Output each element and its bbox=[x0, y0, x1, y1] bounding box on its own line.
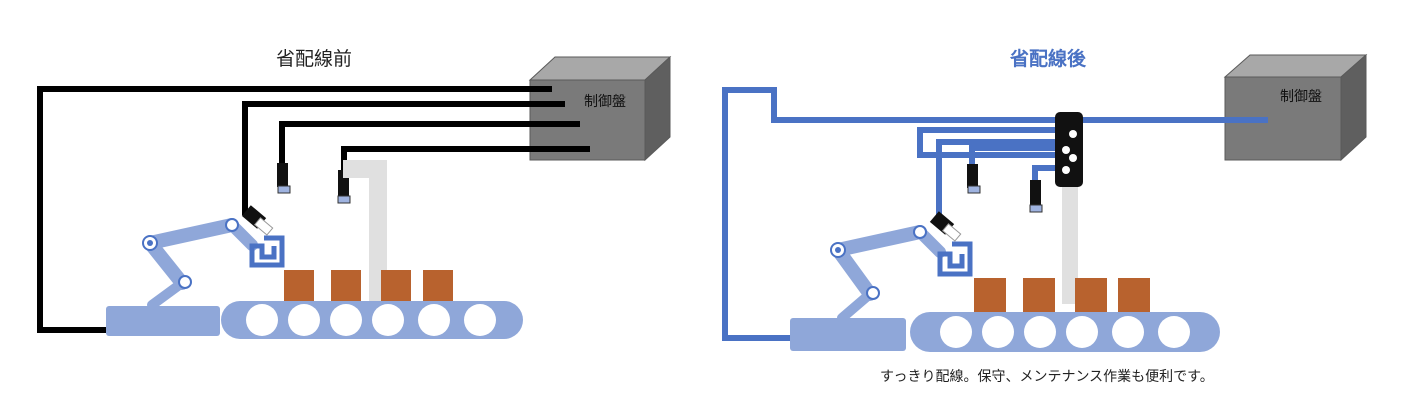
cables-before bbox=[37, 86, 590, 333]
boxes-before bbox=[284, 270, 453, 301]
sensor-2-after bbox=[1029, 180, 1043, 213]
branch-cable-2-after bbox=[936, 139, 1060, 222]
cable-gripper-before bbox=[242, 101, 565, 215]
title-after: 省配線後 bbox=[1010, 48, 1087, 70]
before-scene: 制御盤 bbox=[37, 55, 672, 339]
sensor-1-after bbox=[967, 164, 981, 194]
caption-after: すっきり配線。保守、メンテナンス作業も便利です。 bbox=[880, 369, 1214, 385]
after-scene: 制御盤 bbox=[722, 53, 1368, 352]
sensor-1-before bbox=[277, 163, 291, 194]
panel-label-before: 制御盤 bbox=[584, 94, 626, 110]
conveyor-before bbox=[221, 301, 523, 339]
control-panel-after: 制御盤 bbox=[1223, 53, 1368, 162]
cable-sensor1-before bbox=[279, 121, 580, 165]
title-before: 省配線前 bbox=[276, 48, 353, 70]
pole-before bbox=[343, 160, 387, 303]
pole-after bbox=[1062, 186, 1078, 304]
conveyor-after bbox=[910, 312, 1220, 352]
trunk-cable-after bbox=[722, 87, 1268, 341]
control-panel-before: 制御盤 bbox=[528, 55, 672, 162]
cables-after bbox=[722, 87, 1268, 341]
robot-arm-after bbox=[790, 211, 973, 351]
branch-cable-4-after bbox=[1032, 165, 1060, 182]
cable-robot-before bbox=[37, 86, 552, 333]
junction-block-after bbox=[1055, 112, 1083, 187]
branch-cable-1-after bbox=[917, 127, 1060, 158]
branch-cable-3-after bbox=[969, 145, 1060, 166]
panel-label-after: 制御盤 bbox=[1280, 89, 1322, 105]
robot-arm-before bbox=[106, 205, 285, 336]
sensor-2-before bbox=[337, 170, 351, 204]
boxes-after bbox=[974, 278, 1150, 312]
